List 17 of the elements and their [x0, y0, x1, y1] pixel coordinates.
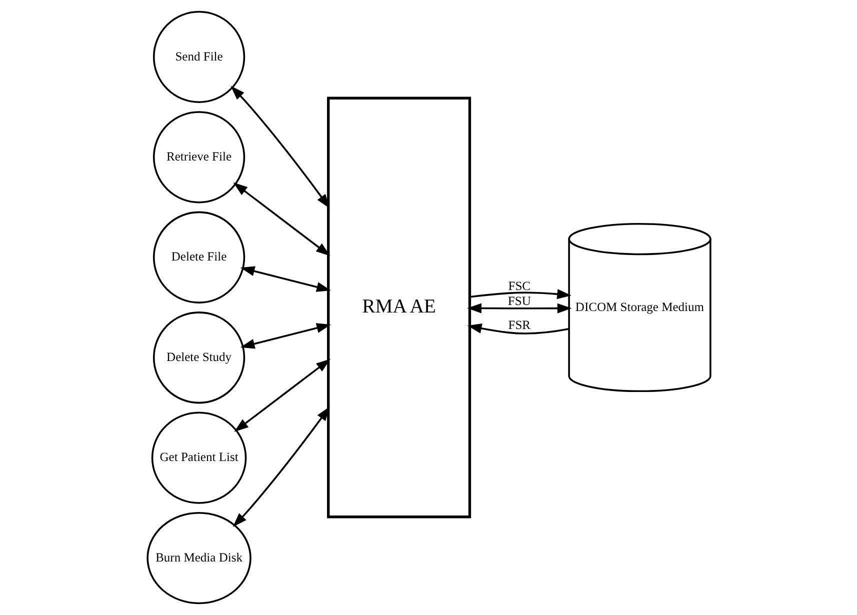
arrow — [240, 323, 330, 349]
arrow — [232, 406, 330, 527]
edge-label: FSR — [508, 318, 530, 332]
arrow — [466, 324, 569, 334]
node-box: RMA AE — [326, 96, 471, 518]
arrow — [469, 289, 571, 300]
node-circle: Get Patient List — [150, 412, 246, 504]
edge-label: FSU — [507, 294, 530, 308]
edge-label: FSC — [508, 278, 530, 293]
arrow — [230, 86, 330, 208]
arrow — [232, 182, 330, 256]
arrow — [234, 358, 330, 432]
node-circle: Delete File — [152, 211, 245, 304]
node-circle: Delete Study — [152, 312, 245, 404]
node-circle: Retrieve File — [152, 111, 245, 204]
arrow — [466, 303, 572, 314]
arrow — [240, 266, 330, 292]
